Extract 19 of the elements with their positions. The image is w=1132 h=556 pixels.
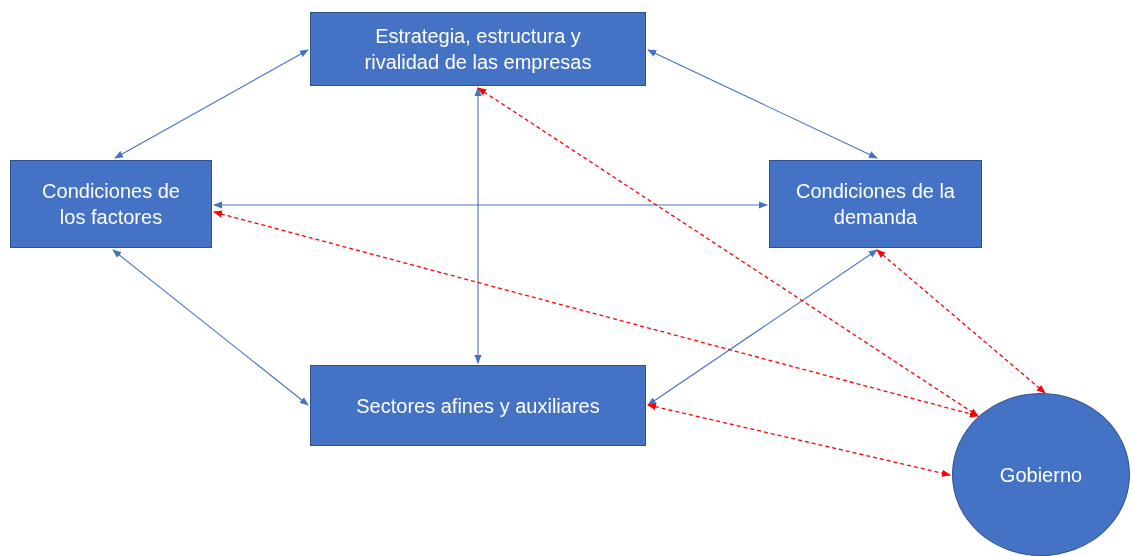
node-label: Gobierno <box>998 462 1084 488</box>
node-label: Condiciones de los factores <box>41 179 181 230</box>
process-box <box>310 12 646 86</box>
dashed-arrow <box>477 87 979 417</box>
process-box <box>769 160 982 248</box>
arrow <box>112 249 309 406</box>
dashed-arrow <box>213 210 979 418</box>
arrow <box>114 49 309 159</box>
arrow <box>647 49 878 159</box>
dashed-arrow <box>876 249 1046 394</box>
process-box <box>310 365 646 446</box>
arrow <box>213 201 768 209</box>
node-label: Condiciones de la demanda <box>795 179 956 230</box>
node-label: Estrategia, estructura y rivalidad de las empresas <box>363 24 593 75</box>
arrow <box>647 249 878 406</box>
arrow <box>474 87 482 364</box>
dashed-arrow <box>647 403 951 477</box>
process-box <box>10 160 212 248</box>
node-label: Sectores afines y auxiliares <box>355 393 601 419</box>
